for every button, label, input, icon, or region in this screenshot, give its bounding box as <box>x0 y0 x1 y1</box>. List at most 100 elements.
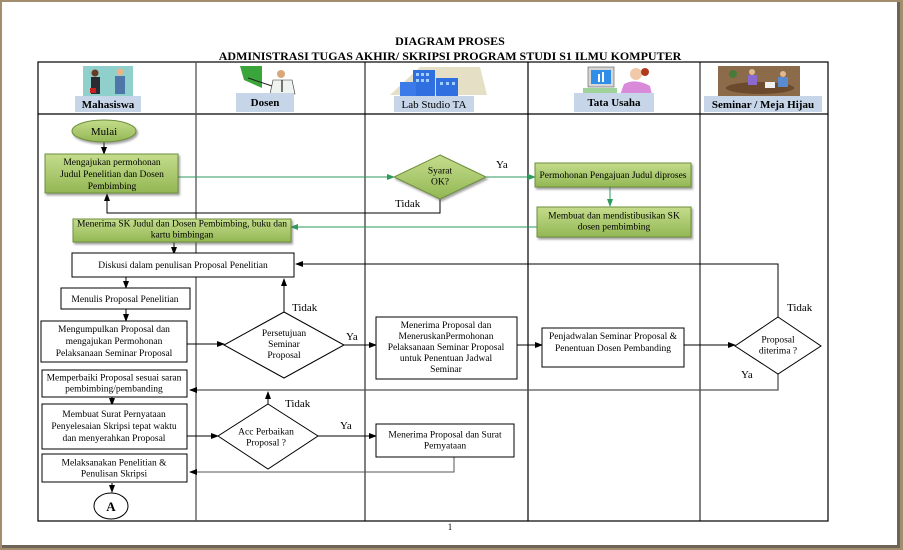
text-line: Proposal ? <box>246 439 286 449</box>
text-line: Seminar <box>268 340 300 350</box>
diagram-title-line2: ADMINISTRASI TUGAS AKHIR/ SKRIPSI PROGRA… <box>219 49 682 63</box>
text-line: Pelaksanaan Seminar Proposal <box>56 349 173 359</box>
office-building-icon <box>390 67 487 96</box>
text-line: OK? <box>431 178 449 188</box>
text-line: pembimbing/pembanding <box>65 385 163 395</box>
lane-header-tata-usaha: Tata Usaha <box>574 66 654 112</box>
process-menerima-sk: Menerima SK Judul dan Dosen Pembimbing, … <box>72 218 292 243</box>
lane-label-bg <box>574 93 654 112</box>
text-line: Penyelesaian Skripsi tepat waktu <box>51 422 177 432</box>
start-node-label: Mulai <box>91 126 117 138</box>
text-line: kartu bimbingan <box>151 231 214 241</box>
lane-label-mahasiswa: Mahasiswa <box>82 99 135 111</box>
label-d3-no: Tidak <box>787 302 813 314</box>
lane-label-seminar: Seminar / Meja Hijau <box>712 99 814 111</box>
label-syarat-yes: Ya <box>496 159 508 171</box>
text-line: untuk Penentuan Jadwal <box>400 354 493 364</box>
page-number: 1 <box>448 522 453 532</box>
text-line: Membuat Surat Pernyataan <box>62 410 166 420</box>
text-line: Menerima Proposal dan Surat <box>388 431 502 441</box>
flowchart-canvas: DIAGRAM PROSES ADMINISTRASI TUGAS AKHIR/… <box>37 34 829 532</box>
text-line: dan menyerahkan Proposal <box>63 434 166 444</box>
arrow-n12-to-n13 <box>189 457 455 475</box>
text-line: Memperbaiki Proposal sesuai saran <box>47 374 182 384</box>
process-menulis-proposal-text: Menulis Proposal Penelitian <box>71 295 178 305</box>
text-line: Proposal <box>267 351 301 361</box>
text-line: mengajukan Permohonan <box>66 337 163 347</box>
handshake-people-icon <box>83 66 133 96</box>
text-line: Judul Penelitian dan Dosen <box>60 170 164 180</box>
label-d2-no: Tidak <box>292 302 318 314</box>
text-line: Melaksanakan Penelitian & <box>62 459 168 469</box>
process-diskusi-proposal: Diskusi dalam penulisan Proposal Penelit… <box>71 252 295 278</box>
label-d4-yes: Ya <box>340 420 352 432</box>
text-line: Penulisan Skripsi <box>81 470 148 480</box>
text-line: Pelaksanaan Seminar Proposal <box>388 343 505 353</box>
text-line: Mengumpulkan Proposal dan <box>58 325 170 335</box>
process-mengumpulkan-proposal-text: Mengumpulkan Proposal dan mengajukan Perm… <box>56 325 173 359</box>
text-line: Persetujuan <box>262 329 307 339</box>
off-page-connector-a: A <box>93 492 129 520</box>
label-d4-no: Tidak <box>285 398 311 410</box>
arrow-d3-no <box>295 261 779 317</box>
text-line: Syarat <box>428 167 453 177</box>
text-line: MeneruskanPermohonan <box>399 332 494 342</box>
connector-a-label: A <box>106 499 116 514</box>
meeting-table-icon <box>718 66 800 96</box>
lane-label-lab-studio: Lab Studio TA <box>402 99 467 111</box>
connectors <box>101 142 779 493</box>
text-line: Membuat dan mendistibusikan SK <box>548 212 680 222</box>
process-melaksanakan-penelitian-text: Melaksanakan Penelitian &Penulisan Skrip… <box>62 459 168 480</box>
text-line: Penentuan Dosen Pembanding <box>555 344 671 354</box>
process-penjadwalan-seminar-text: Penjadwalan Seminar Proposal & Penentuan … <box>549 332 678 354</box>
text-line: Seminar <box>430 365 462 375</box>
text-line: Menerima SK Judul dan Dosen Pembimbing, … <box>77 220 287 230</box>
process-menulis-proposal: Menulis Proposal Penelitian <box>60 287 191 310</box>
text-line: Menerima Proposal dan <box>401 321 492 331</box>
lane-label-bg <box>236 93 294 112</box>
process-permohonan-diproses: Permohonan Pengajuan Judul diproses <box>534 162 692 188</box>
woman-at-computer-icon <box>583 66 652 95</box>
text-line: Penjadwalan Seminar Proposal & <box>549 332 678 342</box>
lane-label-tata-usaha: Tata Usaha <box>587 97 641 109</box>
text-line: Pembimbing <box>88 182 137 192</box>
process-permohonan-diproses-text: Permohonan Pengajuan Judul diproses <box>540 171 687 181</box>
text-line: Permohonan Pengajuan Judul diproses <box>540 171 687 181</box>
lane-label-bg <box>75 96 141 112</box>
start-node: Mulai <box>71 119 137 143</box>
text-line: Pernyataan <box>424 442 466 452</box>
text-line: diterima ? <box>759 347 797 357</box>
diagram-title-line1: DIAGRAM PROSES <box>395 34 505 48</box>
process-melaksanakan-penelitian: Melaksanakan Penelitian &Penulisan Skrip… <box>41 453 188 483</box>
lane-header-seminar: Seminar / Meja Hijau <box>704 66 822 112</box>
process-diskusi-proposal-text: Diskusi dalam penulisan Proposal Penelit… <box>98 261 268 271</box>
process-mengumpulkan-proposal: Mengumpulkan Proposal dan mengajukan Perm… <box>40 320 188 363</box>
lane-header-mahasiswa: Mahasiswa <box>75 66 141 112</box>
swimlane-grid <box>37 61 829 522</box>
lane-label-dosen: Dosen <box>251 97 280 109</box>
lane-header-dosen: Dosen <box>236 66 296 112</box>
process-penjadwalan-seminar: Penjadwalan Seminar Proposal & Penentuan … <box>541 327 685 368</box>
process-menerima-sk-text: Menerima SK Judul dan Dosen Pembimbing, … <box>77 220 287 241</box>
arrow-d3-yes <box>189 374 779 393</box>
